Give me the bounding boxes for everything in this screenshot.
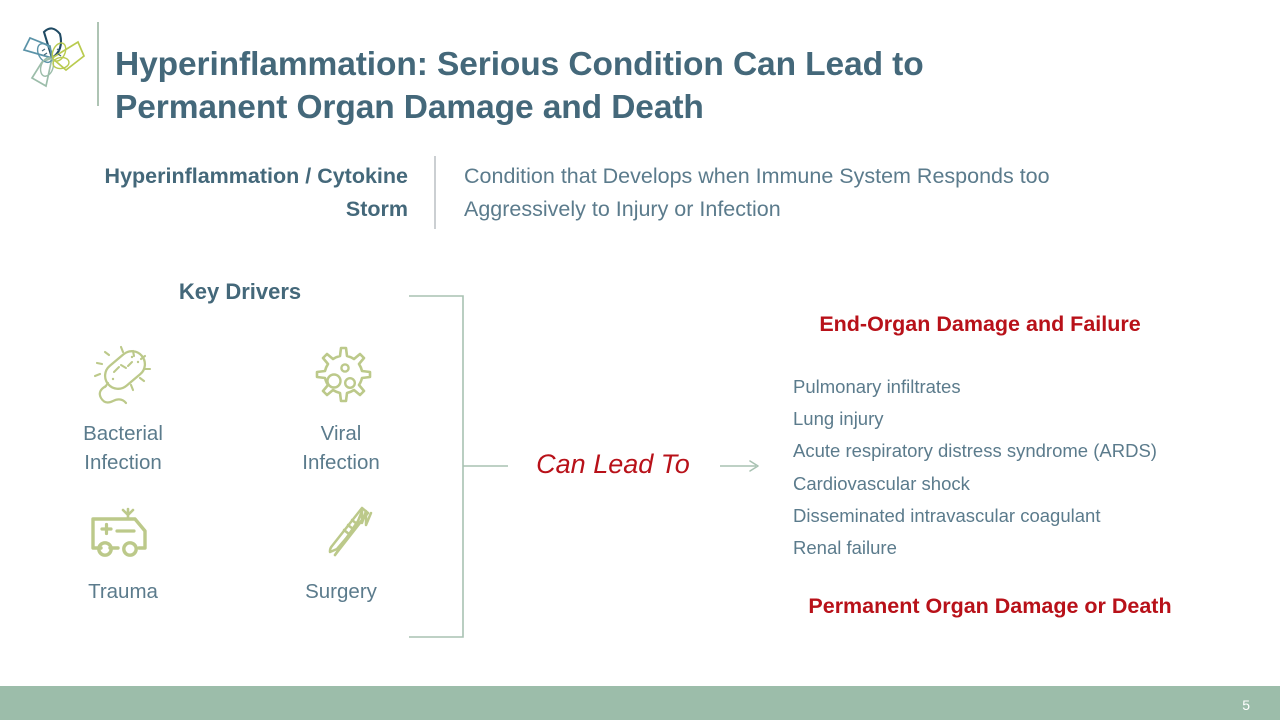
driver-label: Surgery [305, 580, 377, 603]
page-number: 5 [1242, 697, 1250, 713]
definition-description: Condition that Develops when Immune Syst… [464, 164, 1050, 222]
can-lead-to-label: Can Lead To [536, 449, 690, 479]
scalpel-forceps-icon [328, 506, 373, 557]
driver-bacterial: Bacterial Infection [48, 341, 198, 478]
definition-divider [434, 156, 436, 229]
outcome-footer: Permanent Organ Damage or Death [808, 594, 1172, 618]
list-item: Disseminated intravascular coagulant [793, 504, 1101, 526]
driver-surgery: Surgery [266, 499, 416, 606]
list-item: Renal failure [793, 536, 897, 558]
footer-bar [0, 686, 1280, 720]
driver-label: Bacterial Infection [83, 422, 163, 475]
list-item: Pulmonary infiltrates [793, 376, 961, 397]
list-item: Cardiovascular shock [793, 472, 970, 494]
ambulance-icon [91, 507, 147, 557]
outcome-heading: End-Organ Damage and Failure [819, 312, 1141, 336]
definition-term: Hyperinflammation / Cytokine Storm [104, 164, 408, 222]
driver-label: Trauma [88, 580, 158, 603]
driver-viral: Viral Infection [266, 341, 416, 478]
key-drivers-heading: Key Drivers [178, 279, 302, 304]
outcome-list: Pulmonary infiltrates Lung injury Acute … [793, 371, 1253, 564]
driver-label: Viral Infection [302, 422, 380, 475]
pinwheel-leaf-logo [22, 27, 86, 88]
list-item: Acute respiratory distress syndrome (ARD… [793, 440, 1157, 462]
page-title: Hyperinflammation: Serious Condition Can… [115, 46, 924, 127]
virus-icon [315, 346, 372, 403]
driver-trauma: Trauma [48, 499, 198, 606]
list-item: Lung injury [793, 408, 884, 430]
connector-bracket [409, 295, 759, 638]
header-divider [97, 22, 99, 106]
bacteria-icon [93, 345, 152, 405]
